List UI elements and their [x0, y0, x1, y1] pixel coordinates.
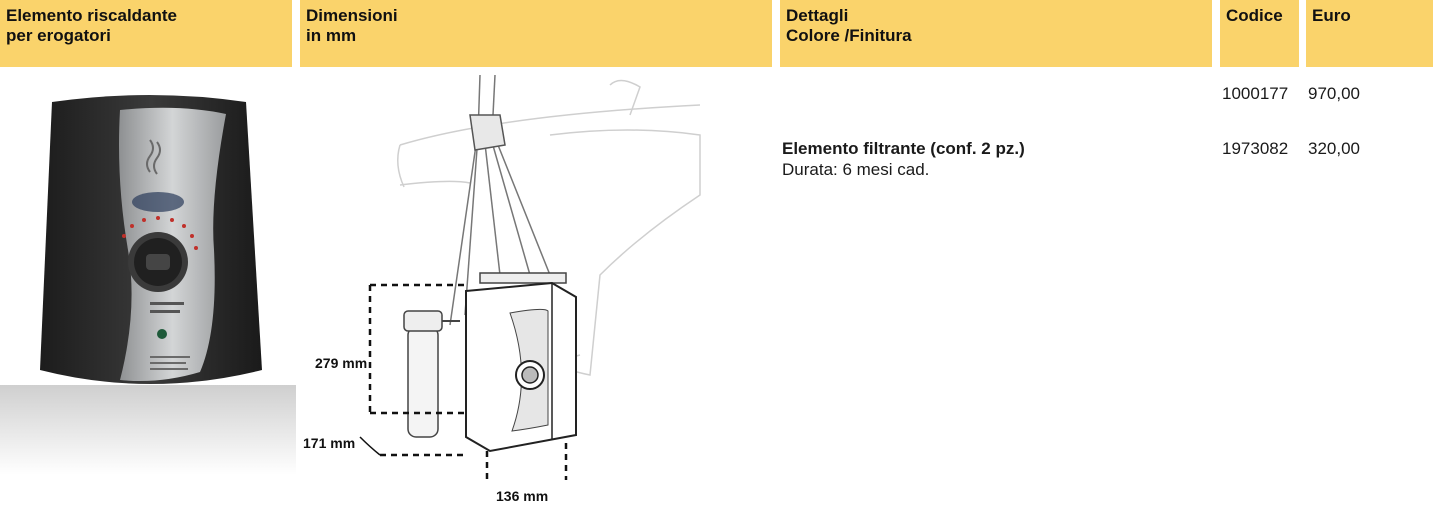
header-code: Codice [1220, 0, 1299, 67]
header-euro-label: Euro [1312, 6, 1351, 25]
header-dimensions: Dimensioni in mm [300, 0, 772, 67]
row-2-detail-title: Elemento filtrante (conf. 2 pz.) [782, 139, 1025, 158]
header-details-line1: Dettagli [786, 6, 849, 25]
water-heater-photo [0, 95, 296, 475]
dimension-height: 279 mm [315, 355, 368, 371]
under-sink-installation-drawing [359, 75, 701, 480]
dimension-depth: 171 mm [303, 435, 356, 451]
row-1-code: 1000177 [1222, 84, 1289, 103]
row-2-code: 1973082 [1222, 139, 1289, 158]
row-2-price: 320,00 [1308, 139, 1360, 158]
header-product: Elemento riscaldante per erogatori [0, 0, 292, 67]
row-1-price: 970,00 [1308, 84, 1360, 103]
header-product-line2: per erogatori [6, 26, 111, 45]
header-details-line2: Colore /Finitura [786, 26, 912, 45]
header-product-line1: Elemento riscaldante [6, 6, 178, 25]
row-2-detail-sub: Durata: 6 mesi cad. [782, 160, 930, 179]
header-euro: Euro [1306, 0, 1433, 67]
header-dimensions-line1: Dimensioni [306, 6, 398, 25]
header-code-label: Codice [1226, 6, 1283, 25]
dimension-width: 136 mm [496, 488, 549, 504]
header-dimensions-line2: in mm [306, 26, 357, 45]
header-details: Dettagli Colore /Finitura [780, 0, 1212, 67]
